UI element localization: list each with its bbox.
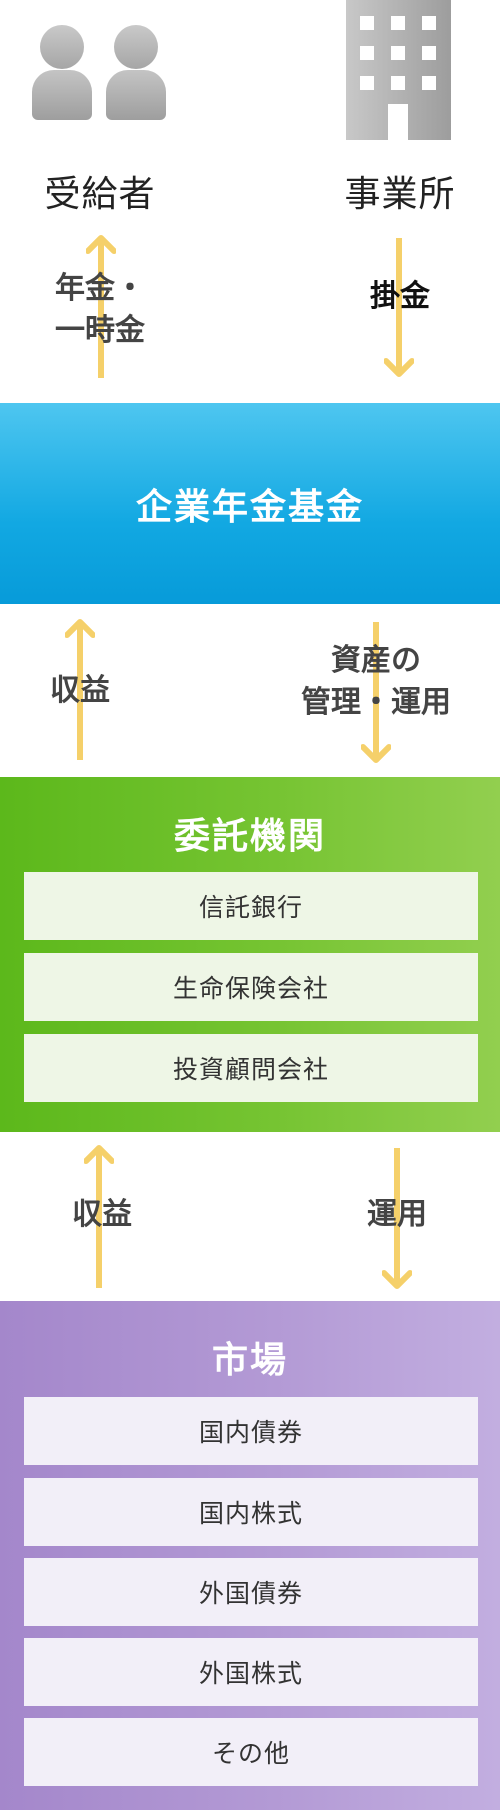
market-item: 国内債券 [24,1397,478,1465]
contribution-flow-label: 掛金 [370,279,430,314]
trust-item: 信託銀行 [24,872,478,940]
arrow-up-icon [86,235,116,378]
investment-flow-label: 運用 [367,1197,427,1232]
market-item: 外国株式 [24,1638,478,1706]
arrow-down-icon [382,1148,412,1289]
trust-item: 生命保険会社 [24,953,478,1021]
market-title: 市場 [211,1340,288,1381]
revenue-flow-label-upper: 収益 [50,673,110,708]
trust-institutions-title: 委託機関 [173,816,326,857]
market-item: 国内株式 [24,1478,478,1546]
recipient-label: 受給者 [44,174,156,215]
market-item: その他 [24,1718,478,1786]
asset-management-flow-label: 資産の 管理・運用 [301,643,451,720]
arrow-up-icon [84,1145,114,1288]
pension-flow-label: 年金・ 一時金 [55,271,145,348]
people-icon [30,20,175,125]
arrow-down-icon [384,238,414,377]
pension-fund-title: 企業年金基金 [135,486,364,528]
market-item: 外国債券 [24,1558,478,1626]
pension-fund-box: 企業年金基金 [0,403,500,604]
arrow-up-icon [65,619,95,760]
trust-institutions-box: 委託機関 信託銀行 生命保険会社 投資顧問会社 [0,777,500,1132]
trust-item: 投資顧問会社 [24,1034,478,1102]
revenue-flow-label-lower: 収益 [72,1197,132,1232]
market-box: 市場 国内債券 国内株式 外国債券 外国株式 その他 [0,1301,500,1810]
office-label: 事業所 [344,174,456,215]
arrow-down-icon [361,622,391,763]
building-icon [346,0,451,140]
